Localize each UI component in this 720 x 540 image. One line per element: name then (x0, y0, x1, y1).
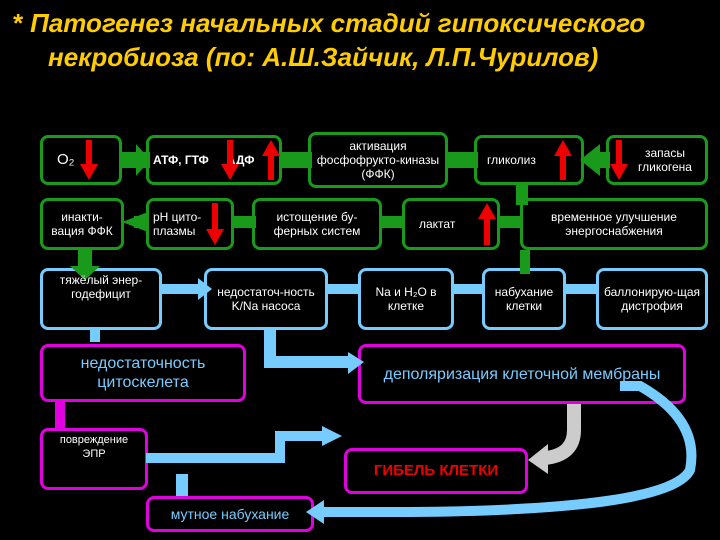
node-balloon: баллонирую-щая дистрофия (596, 268, 708, 330)
node-depolarization: деполяризация клеточной мембраны (358, 344, 686, 404)
link-depol-death (543, 404, 581, 465)
link-ph-pfk (134, 216, 148, 228)
link-epr-cloudy (176, 474, 188, 496)
node-atp-label: АТФ, ГТФ (153, 153, 209, 167)
arrow-down-icon-ph (206, 203, 224, 245)
link-energy-swelling (520, 250, 530, 274)
node-ph-label: pH цито-плазмы (153, 210, 202, 238)
node-pfk-activation: активация фосфофрукто-киназы (ФФК) (308, 132, 448, 188)
node-cloudy-label: мутное набухание (170, 506, 290, 522)
node-energy-deficit-label: тяжёлый энер-годефицит (59, 273, 143, 301)
link-inact-deficit-head (70, 266, 100, 280)
link-epr-death-head (322, 426, 342, 446)
link-death-cloudy (320, 381, 697, 517)
node-adp-label: АДФ (226, 153, 255, 167)
node-energy-improvement: временное улучшение энергоснабжения (520, 198, 708, 250)
link-pump-depolarization-head (348, 352, 364, 374)
title-star: * (12, 8, 23, 38)
link-glyc-lactate (516, 183, 528, 205)
link-buffer-lactate (380, 216, 404, 228)
arrow-up-icon-glycolysis (554, 140, 572, 180)
node-swelling: набухание клетки (482, 268, 566, 330)
link-deficit-pump (162, 284, 206, 294)
node-lactate-label: лактат (419, 217, 456, 231)
page-title: *Патогенез начальных стадий гипоксическо… (12, 6, 718, 74)
node-glycolysis-label: гликолиз (487, 153, 536, 167)
node-o2-label: O₂ (57, 151, 75, 168)
node-buffer-depletion-label: истощение бу-ферных систем (273, 210, 361, 238)
link-atp-adp-head (136, 144, 150, 176)
node-glycogen: запасы гликогена (606, 135, 708, 185)
link-swelling-balloon (566, 284, 598, 294)
node-buffer-depletion: истощение бу-ферных систем (252, 198, 382, 250)
link-depol-death-head (528, 444, 548, 474)
node-glycogen-label: запасы гликогена (638, 146, 692, 174)
node-energy-deficit: тяжёлый энер-годефицит (40, 268, 162, 330)
link-pump-na (328, 284, 360, 294)
arrow-down-icon-atp (221, 140, 239, 180)
title-line2: некробиоза (по: А.Ш.Зайчик, Л.П.Чурилов) (48, 42, 599, 72)
node-epr-label: повреждение ЭПР (59, 434, 129, 460)
node-na-h2o: Na и H₂O в клетке (358, 268, 454, 330)
node-cytoskeleton-label: недостаточность цитоскелета (80, 355, 206, 391)
link-deficit-pump-head (198, 278, 212, 300)
arrow-down-icon-o2 (80, 140, 98, 180)
arrow-up-icon-adp (262, 140, 280, 180)
node-balloon-label: баллонирую-щая дистрофия (604, 285, 700, 313)
node-na-h2o-label: Na и H₂O в клетке (375, 285, 437, 313)
link-adp-pfk (282, 152, 312, 168)
node-energy-improvement-label: временное улучшение энергоснабжения (551, 210, 677, 238)
node-depolarization-label: деполяризация клеточной мембраны (383, 365, 661, 383)
link-pfk-glyc (448, 152, 478, 168)
title-line1: Патогенез начальных стадий гипоксическог… (30, 8, 646, 38)
node-death-label: ГИБЕЛЬ КЛЕТКИ (373, 462, 499, 479)
node-kna-pump-label: недостаточ-ность K/Na насоса (217, 285, 315, 313)
link-glycogen-glyc-bar (598, 152, 610, 168)
link-na-swelling (454, 284, 484, 294)
link-lactate-energy (498, 216, 522, 228)
node-cytoskeleton: недостаточность цитоскелета (40, 344, 246, 402)
node-pfk-inactivation: инакти-вация ФФК (40, 198, 124, 250)
node-swelling-label: набухание клетки (494, 285, 554, 313)
node-death: ГИБЕЛЬ КЛЕТКИ (344, 448, 528, 494)
link-death-cloudy-head (306, 500, 324, 524)
node-pfk-inactivation-label: инакти-вация ФФК (51, 210, 113, 238)
link-inact-deficit (78, 250, 92, 268)
arrow-down-icon-glycogen (610, 140, 628, 180)
link-ph-buffer (232, 216, 256, 228)
link-epr-death (146, 431, 326, 463)
link-pump-depolarization (264, 328, 352, 368)
node-pfk-activation-label: активация фосфофрукто-киназы (ФФК) (316, 139, 440, 181)
arrow-up-icon-lactate (478, 203, 496, 245)
link-glycogen-glyc (580, 144, 600, 176)
